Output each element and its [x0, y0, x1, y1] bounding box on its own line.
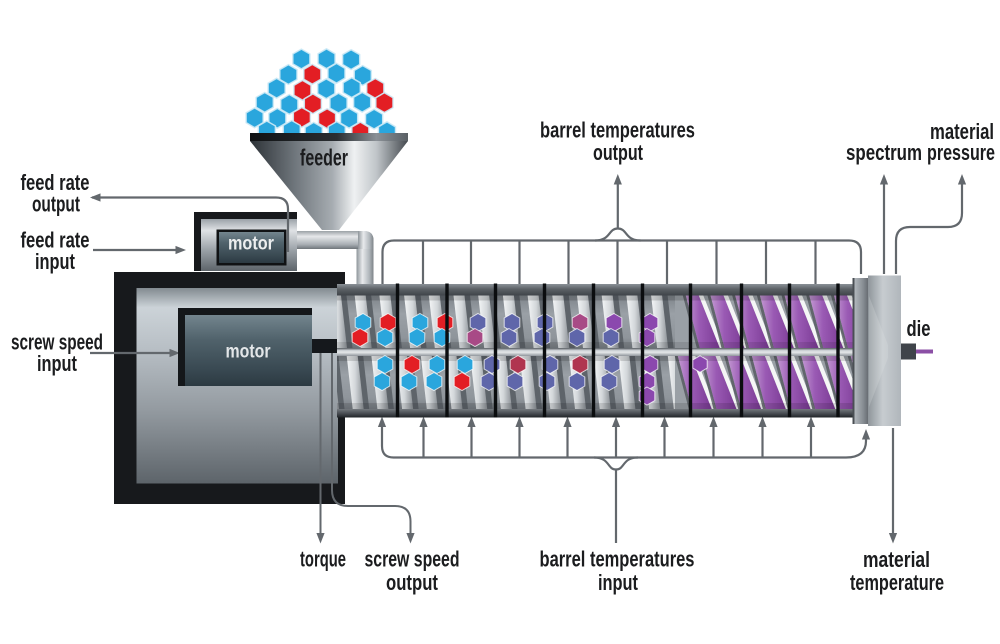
svg-text:die: die — [907, 316, 931, 341]
svg-text:spectrum: spectrum — [846, 140, 922, 165]
svg-text:screw speed: screw speed — [365, 547, 460, 572]
svg-text:barrel temperatures: barrel temperatures — [540, 547, 695, 572]
svg-text:input: input — [37, 351, 77, 376]
svg-text:screw speed: screw speed — [11, 330, 103, 355]
svg-text:motor: motor — [226, 342, 272, 363]
svg-text:output: output — [32, 192, 80, 217]
svg-text:feeder: feeder — [300, 145, 348, 171]
svg-text:feed rate: feed rate — [21, 228, 90, 253]
svg-text:material: material — [863, 547, 930, 572]
svg-text:material: material — [930, 119, 994, 144]
svg-text:motor: motor — [228, 234, 275, 255]
svg-text:pressure: pressure — [927, 140, 995, 165]
svg-text:temperature: temperature — [850, 570, 944, 595]
svg-text:output: output — [386, 570, 438, 595]
svg-text:output: output — [593, 140, 643, 165]
svg-text:input: input — [598, 570, 638, 595]
svg-text:feed rate: feed rate — [21, 170, 90, 195]
svg-text:input: input — [35, 249, 75, 274]
svg-text:barrel temperatures: barrel temperatures — [540, 118, 695, 143]
svg-text:torque: torque — [300, 547, 346, 572]
